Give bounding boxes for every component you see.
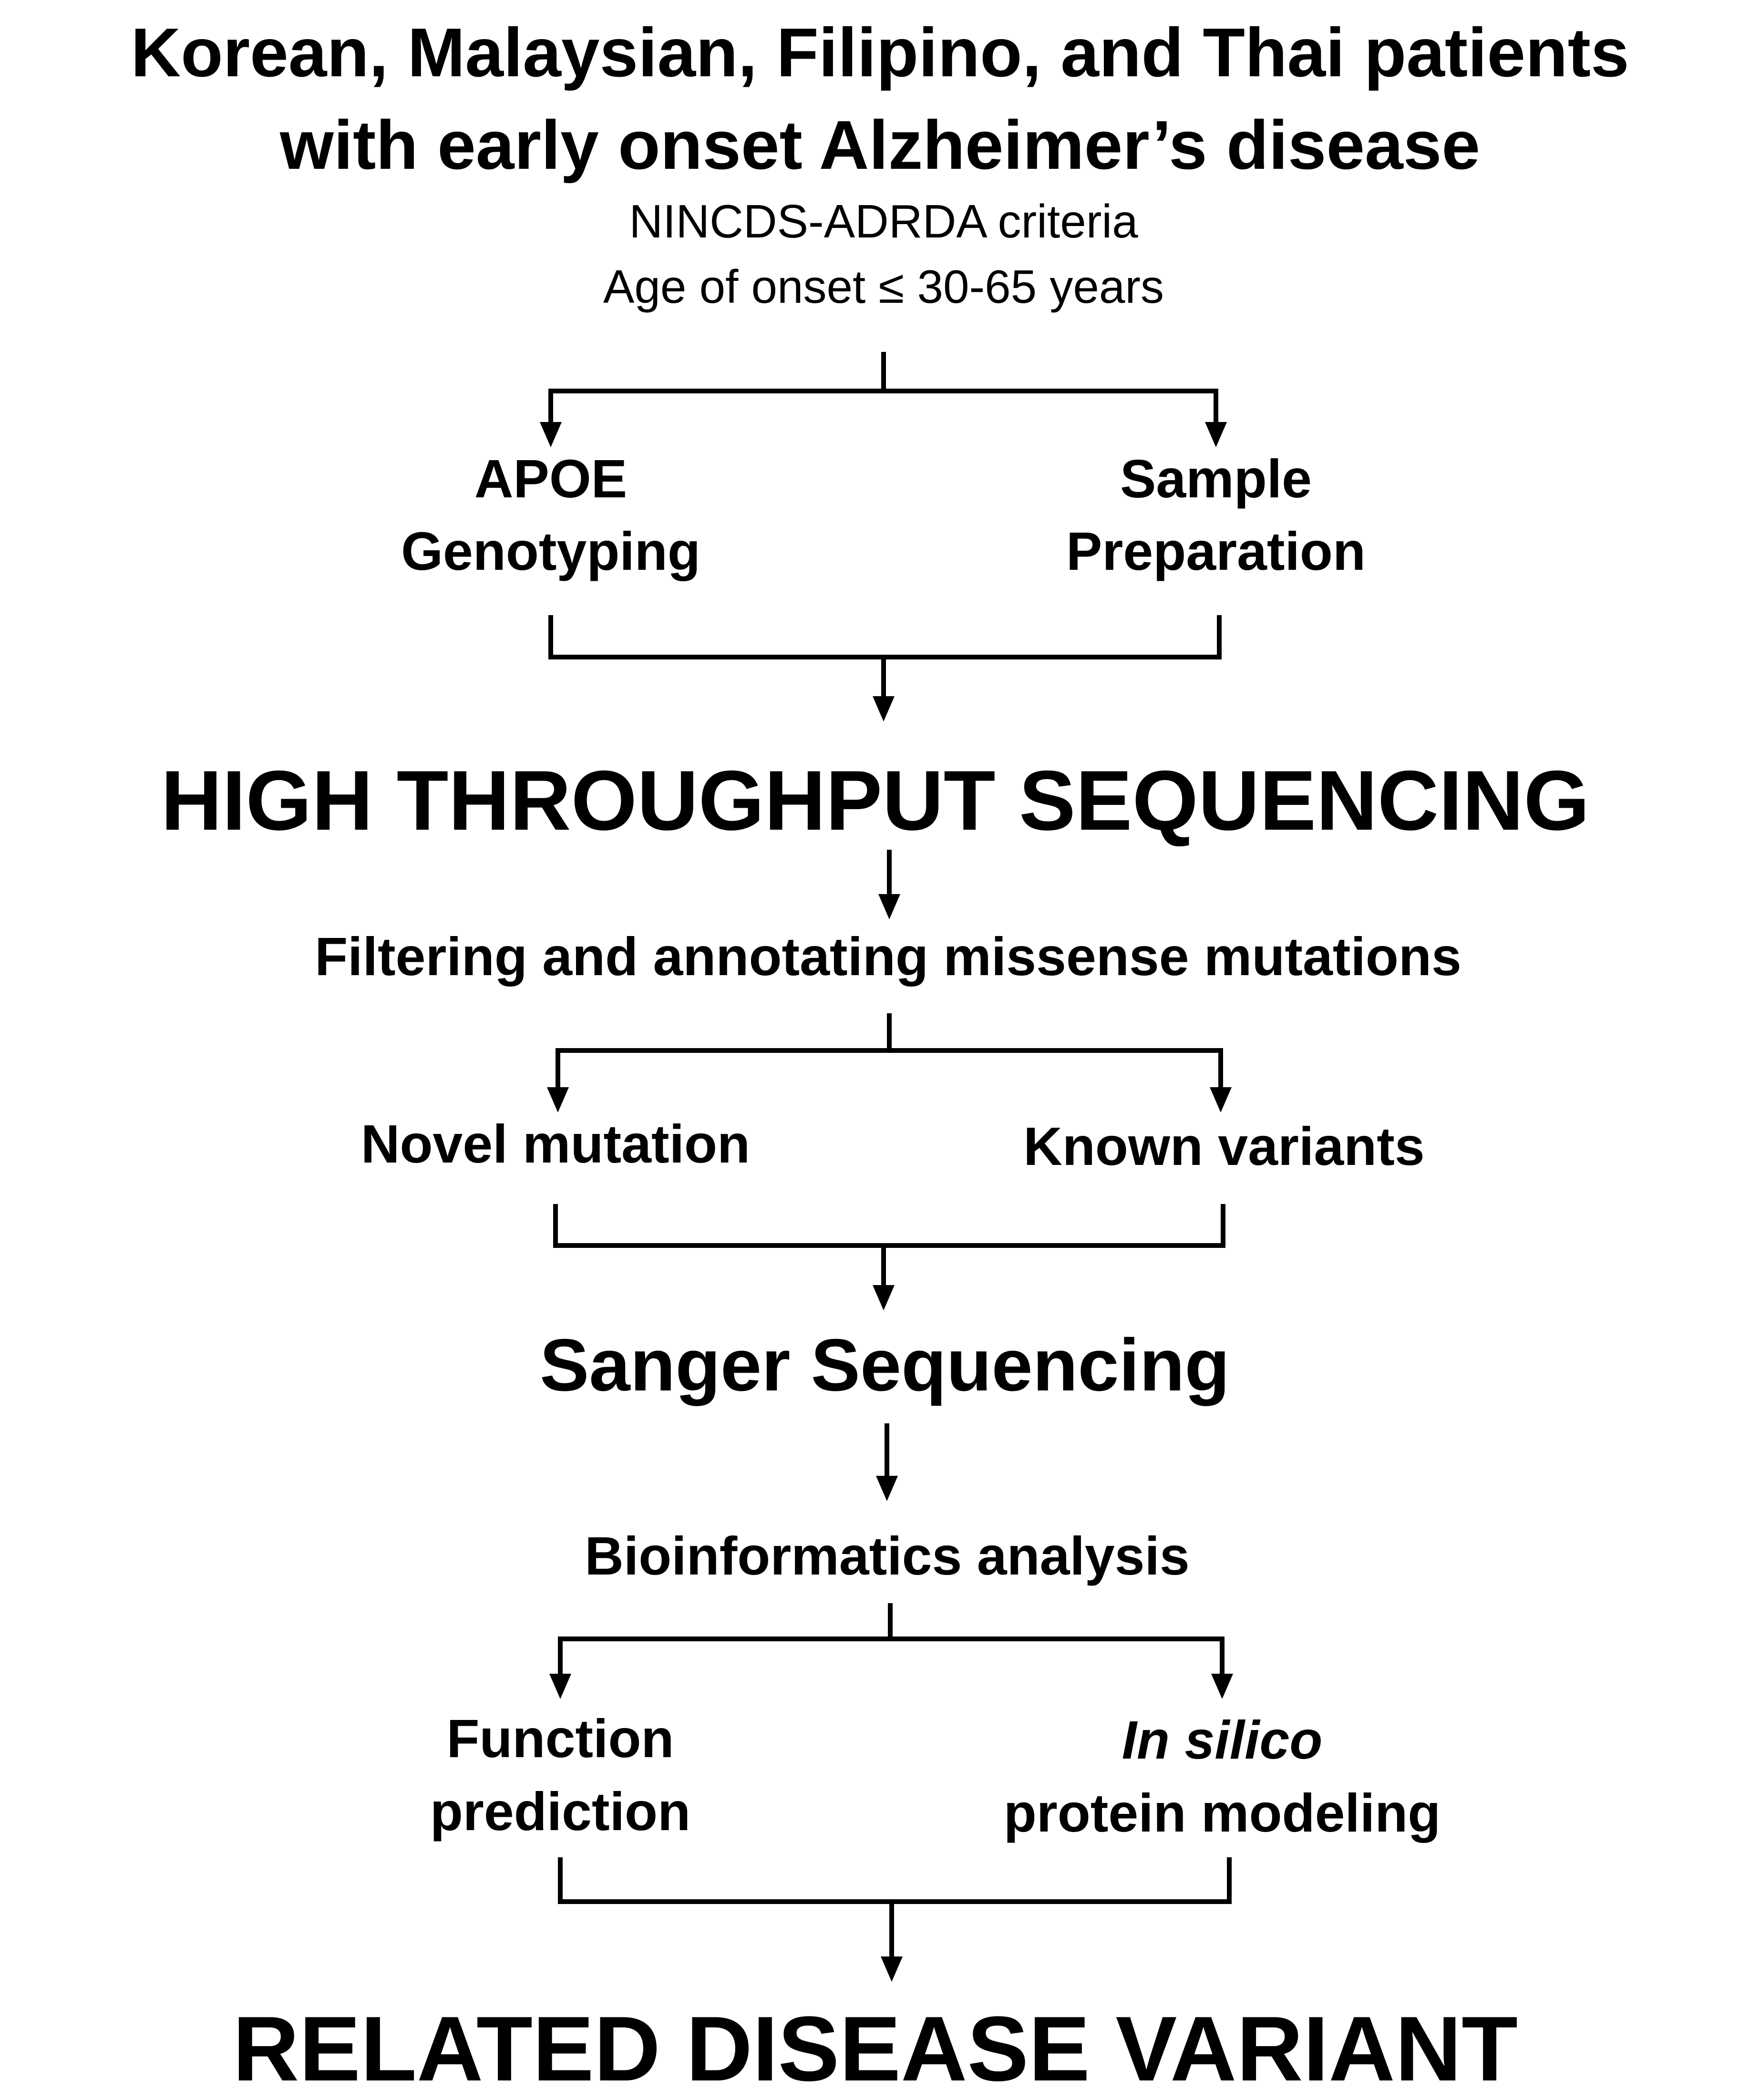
arrowhead-down-sanger-bio bbox=[876, 1476, 898, 1501]
arrowheads-1 bbox=[540, 422, 1227, 447]
merge-connector-3 bbox=[558, 1857, 1232, 1959]
related-disease-variant: RELATED DISEASE VARIANT bbox=[232, 1997, 1518, 2100]
genotyping-label: Genotyping bbox=[401, 521, 700, 581]
sanger-sequencing: Sanger Sequencing bbox=[540, 1324, 1230, 1406]
arrowhead-down-function bbox=[549, 1674, 571, 1699]
protein-modeling-label: protein modeling bbox=[1003, 1783, 1441, 1843]
split-connector-1 bbox=[548, 352, 1218, 441]
in-silico-label: In silico bbox=[1122, 1710, 1323, 1770]
merge-connector-1 bbox=[548, 615, 1222, 699]
high-throughput-sequencing: HIGH THROUGHPUT SEQUENCING bbox=[161, 753, 1590, 848]
novel-mutation-label: Novel mutation bbox=[360, 1114, 751, 1174]
sample-label: Sample bbox=[1120, 449, 1312, 509]
split-connector-3 bbox=[558, 1603, 1225, 1688]
arrowhead-down-novel bbox=[547, 1087, 569, 1112]
known-variants-label: Known variants bbox=[1023, 1116, 1425, 1176]
criteria-line-2: Age of onset ≤ 30-65 years bbox=[603, 260, 1164, 313]
prediction-label: prediction bbox=[430, 1781, 691, 1842]
title-line-1: Korean, Malaysian, Filipino, and Thai pa… bbox=[131, 14, 1629, 91]
arrowhead-down-right bbox=[1205, 422, 1227, 447]
apoe-label: APOE bbox=[474, 449, 628, 509]
filtering-label: Filtering and annotating missense mutati… bbox=[315, 926, 1462, 987]
arrowhead-down-merge-2 bbox=[873, 1285, 895, 1310]
title-line-2: with early onset Alzheimer’s disease bbox=[279, 106, 1481, 184]
function-label: Function bbox=[446, 1709, 674, 1769]
arrowhead-down-left bbox=[540, 422, 562, 447]
arrowhead-down-ht-filter bbox=[878, 894, 900, 919]
arrowhead-down-merge-3 bbox=[881, 1956, 903, 1982]
arrowhead-down-merge-1 bbox=[873, 696, 895, 721]
split-connector-2 bbox=[556, 1013, 1223, 1101]
arrowhead-down-insilico bbox=[1211, 1674, 1233, 1699]
criteria-line-1: NINCDS-ADRDA criteria bbox=[629, 195, 1138, 247]
arrowhead-down-known bbox=[1210, 1087, 1232, 1112]
bioinformatics-label: Bioinformatics analysis bbox=[585, 1526, 1190, 1586]
preparation-label: Preparation bbox=[1066, 521, 1366, 581]
merge-connector-2 bbox=[553, 1204, 1225, 1287]
